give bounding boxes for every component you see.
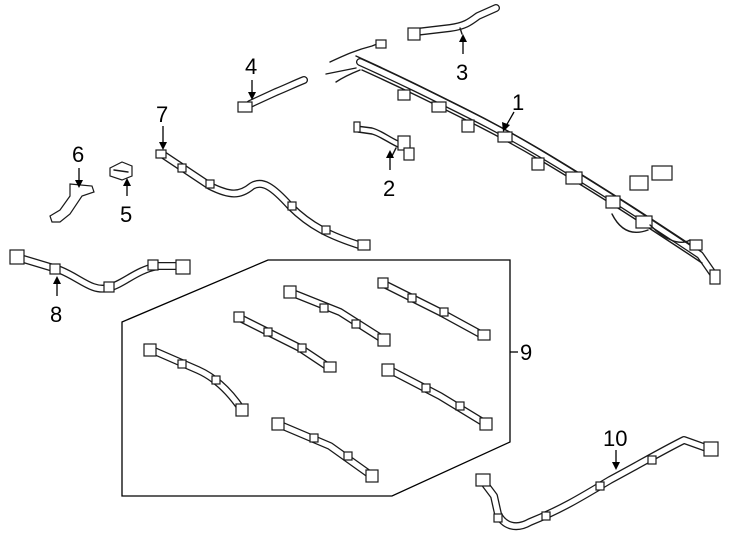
callout-label-7: 7 xyxy=(156,102,168,127)
callout-label-4: 4 xyxy=(245,54,257,79)
callout-6: 6 xyxy=(72,142,84,188)
callout-5: 5 xyxy=(120,178,132,227)
callout-label-9: 9 xyxy=(520,340,532,365)
callout-label-3: 3 xyxy=(456,60,468,85)
part-6-bracket xyxy=(49,183,95,223)
callout-2: 2 xyxy=(383,150,395,201)
callout-9: 9 xyxy=(510,340,532,365)
part-10-harness xyxy=(475,436,719,531)
callout-4: 4 xyxy=(245,54,257,100)
part-8-harness xyxy=(9,249,191,293)
part-1-main-harness xyxy=(325,39,721,285)
part-9-kit xyxy=(121,259,511,497)
part-3-short-harness xyxy=(407,4,500,41)
callout-8: 8 xyxy=(50,276,62,327)
callout-label-1: 1 xyxy=(512,90,524,115)
part-5-bracket xyxy=(109,161,133,181)
callout-label-8: 8 xyxy=(50,302,62,327)
callout-label-6: 6 xyxy=(72,142,84,167)
callout-label-5: 5 xyxy=(120,202,132,227)
callout-10: 10 xyxy=(603,426,627,470)
part-2-bracket-harness xyxy=(353,121,415,161)
callout-1: 1 xyxy=(502,90,524,132)
callout-label-10: 10 xyxy=(603,426,627,451)
callout-label-2: 2 xyxy=(383,176,395,201)
callout-3: 3 xyxy=(456,34,468,85)
callout-7: 7 xyxy=(156,102,168,150)
part-4-sensor-lead xyxy=(237,76,308,113)
part-7-harness xyxy=(155,149,371,251)
